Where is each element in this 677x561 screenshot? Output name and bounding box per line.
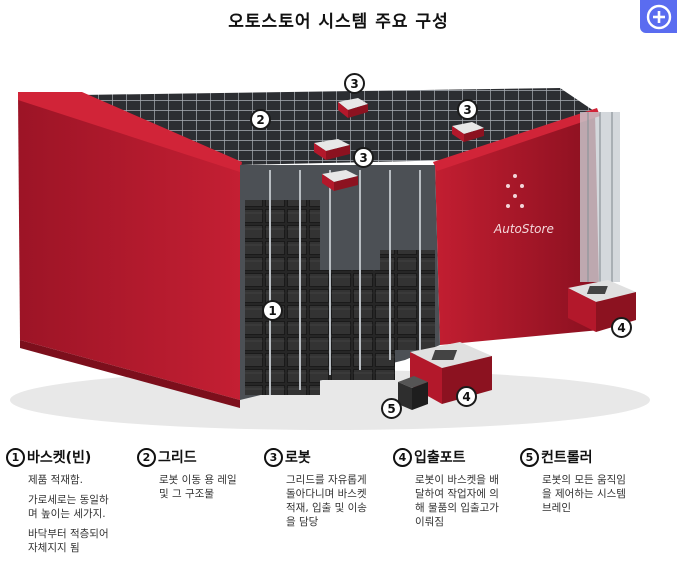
plus-circle-icon bbox=[646, 4, 671, 29]
badge-controller: 5 bbox=[381, 398, 402, 419]
legend-desc: 로봇 이동 용 레일 및 그 구조물 bbox=[159, 474, 237, 500]
legend-label: 바스켓(빈) bbox=[27, 450, 92, 466]
controller-cabinet bbox=[398, 376, 428, 410]
legend-desc: 바닥부터 적층되어 자체지지 됨 bbox=[28, 528, 109, 554]
robot bbox=[314, 139, 350, 160]
legend-desc: 로봇이 바스켓을 배 달하여 작업자에 의 해 물품의 입출고가 이뤄짐 bbox=[415, 474, 499, 528]
legend-desc: 가로세로는 동일하 며 높이는 세가지. bbox=[28, 494, 109, 520]
legend-number: 1 bbox=[6, 447, 25, 467]
frame-top-rim bbox=[18, 92, 242, 172]
legend-label: 로봇 bbox=[285, 450, 311, 466]
frame-right-rim bbox=[433, 108, 600, 171]
badge-grid: 2 bbox=[250, 109, 271, 130]
autostore-illustration bbox=[10, 88, 650, 430]
badge-bins: 1 bbox=[262, 300, 283, 321]
frame-right-wall bbox=[435, 112, 600, 345]
legend-number: 2 bbox=[137, 447, 156, 467]
robot bbox=[452, 122, 484, 142]
badge-port: 4 bbox=[611, 317, 632, 338]
port-station bbox=[410, 342, 492, 404]
legend-desc: 제품 적재함. bbox=[28, 474, 83, 486]
expand-button[interactable] bbox=[640, 0, 677, 33]
badge-robot: 3 bbox=[353, 147, 374, 168]
autostore-brand-text: AutoStore bbox=[494, 222, 554, 236]
legend-desc: 그리드를 자유롭게 돌아다니며 바스켓 적재, 입출 및 이송 을 담당 bbox=[286, 474, 367, 528]
frame-left-wall bbox=[18, 95, 240, 400]
legend-label: 컨트롤러 bbox=[541, 450, 593, 466]
frame-front-edge bbox=[20, 340, 240, 408]
legend-number: 4 bbox=[393, 447, 412, 467]
legend-number: 5 bbox=[520, 447, 539, 467]
bins-stack bbox=[245, 200, 320, 395]
legend-number: 3 bbox=[264, 447, 283, 467]
autostore-logo-mark bbox=[506, 174, 524, 208]
robot bbox=[338, 98, 368, 118]
legend-label: 그리드 bbox=[158, 450, 197, 466]
robot bbox=[322, 170, 358, 191]
badge-robot: 3 bbox=[457, 99, 478, 120]
diagram-title: 오토스토어 시스템 주요 구성 bbox=[228, 12, 449, 32]
legend-label: 입출포트 bbox=[414, 450, 466, 466]
badge-robot: 3 bbox=[344, 73, 365, 94]
legend-desc: 로봇의 모든 움직임 을 제어하는 시스템 브레인 bbox=[542, 474, 626, 514]
badge-port: 4 bbox=[456, 386, 477, 407]
